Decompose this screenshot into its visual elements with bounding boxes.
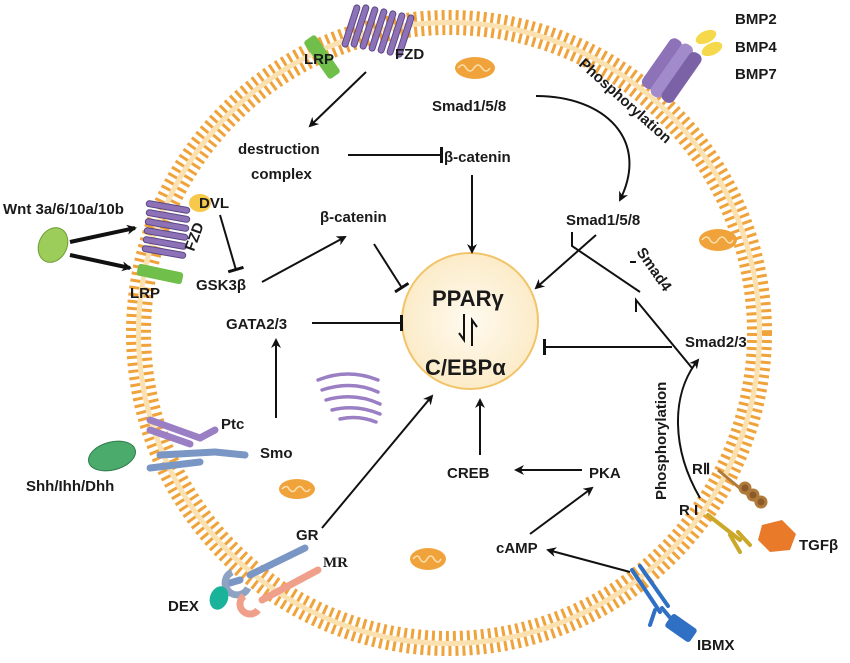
bmp7-label: BMP7 — [735, 66, 777, 83]
shh-ligand-icon — [88, 440, 136, 472]
mitochondrion-icon — [699, 229, 737, 251]
smad23-label: Smad2/3 — [685, 334, 747, 351]
mitochondrion-icon — [279, 479, 315, 499]
r1-label: R I — [679, 502, 698, 519]
mitochondrion-icon — [410, 548, 446, 570]
lrp-receptor-top-icon — [304, 35, 340, 79]
destruction-complex-label-line2: complex — [251, 166, 313, 183]
lrp-receptor-left-icon — [136, 263, 184, 285]
wnt-ligand-icon — [37, 227, 69, 263]
mitochondrion-icon — [455, 57, 495, 79]
shh-label: Shh/Ihh/Dhh — [26, 478, 114, 495]
creb-label: CREB — [447, 465, 490, 482]
ibmx-ligand-icon — [665, 614, 697, 642]
cell-membrane — [126, 10, 772, 656]
dvl-label: DVL — [199, 195, 229, 212]
smo-label: Smo — [260, 445, 293, 462]
ptc-receptor-icon — [146, 416, 219, 448]
dex-label: DEX — [168, 598, 199, 615]
wnt-to-fzd-arrow — [69, 224, 137, 244]
gr-binding-pocket-icon — [221, 568, 252, 599]
destruction-complex-label-line1: destruction — [238, 141, 320, 158]
bmp-ligand-icon — [695, 29, 723, 57]
smad-complex-bracket-3 — [635, 297, 693, 369]
catenin-inhibits-ppar — [373, 243, 410, 294]
ibmx-label: IBMX — [697, 637, 735, 654]
golgi-apparatus-icon — [316, 372, 382, 424]
beta-catenin-top-label: β-catenin — [444, 149, 511, 166]
pparg-label: PPARγ — [432, 286, 504, 311]
lrp-top-label: LRP — [304, 51, 334, 68]
tgfb-label: TGFβ — [799, 537, 838, 554]
gr-to-ppar-arrow — [321, 394, 434, 529]
mr-receptor-icon — [258, 566, 322, 604]
ptc-label: Ptc — [221, 416, 244, 433]
smad-phosphorylation-arrow — [535, 95, 631, 202]
lrp-left-label: LRP — [130, 285, 160, 302]
ibmx-to-camp-arrow — [546, 547, 631, 573]
camp-to-pka-arrow — [529, 486, 594, 535]
smo-receptor-icon — [146, 448, 249, 472]
smad-complex-bracket-1 — [571, 232, 641, 293]
fzd-top-label: FZD — [395, 46, 424, 63]
bmp2-label: BMP2 — [735, 11, 777, 28]
pka-label: PKA — [589, 465, 621, 482]
camp-label: cAMP — [496, 540, 538, 557]
tgfb-phosphorylation-arrow — [677, 358, 701, 499]
bmp4-label: BMP4 — [735, 39, 777, 56]
dex-ligand-icon — [209, 586, 229, 610]
cebp-to-ppar-half-arrow — [471, 316, 478, 346]
tgfb-receptor-ri-icon — [706, 513, 752, 554]
gsk3b-label: GSK3β — [196, 277, 246, 294]
tgfb-receptor-rii-icon — [717, 468, 768, 509]
dvl-icon — [189, 194, 211, 212]
beta-catenin-mid-label: β-catenin — [320, 209, 387, 226]
mr-binding-pocket-icon — [236, 593, 261, 618]
smad158-mid-label: Smad1/5/8 — [566, 212, 640, 229]
fzd-to-destruction-arrow — [308, 71, 367, 128]
fzd-receptor-top-icon — [341, 4, 415, 58]
gata-label: GATA2/3 — [226, 316, 287, 333]
wnt-label: Wnt 3a/6/10a/10b — [3, 201, 124, 218]
mr-label: MR — [323, 555, 348, 571]
cebpa-label: C/EBPα — [425, 355, 506, 380]
smad158-top-label: Smad1/5/8 — [432, 98, 506, 115]
fzd-receptor-left-icon — [141, 200, 191, 259]
bmp-receptor-icon — [641, 38, 702, 103]
gsk3b-to-catenin-arrow — [261, 236, 347, 283]
gr-label: GR — [296, 527, 319, 544]
smad158-to-ppar-arrow — [534, 234, 597, 290]
gr-receptor-icon — [226, 544, 309, 587]
wnt-to-lrp-arrow — [69, 253, 132, 272]
tgfb-ligand-icon — [758, 520, 796, 552]
smad4-label: Smad4 — [633, 245, 676, 296]
phosphorylation-right-label: Phosphorylation — [653, 382, 670, 500]
ppar-to-cebp-half-arrow — [458, 314, 465, 344]
r2-label: RⅡ — [692, 461, 710, 478]
dvl-inhibits-gsk3b — [219, 214, 244, 274]
